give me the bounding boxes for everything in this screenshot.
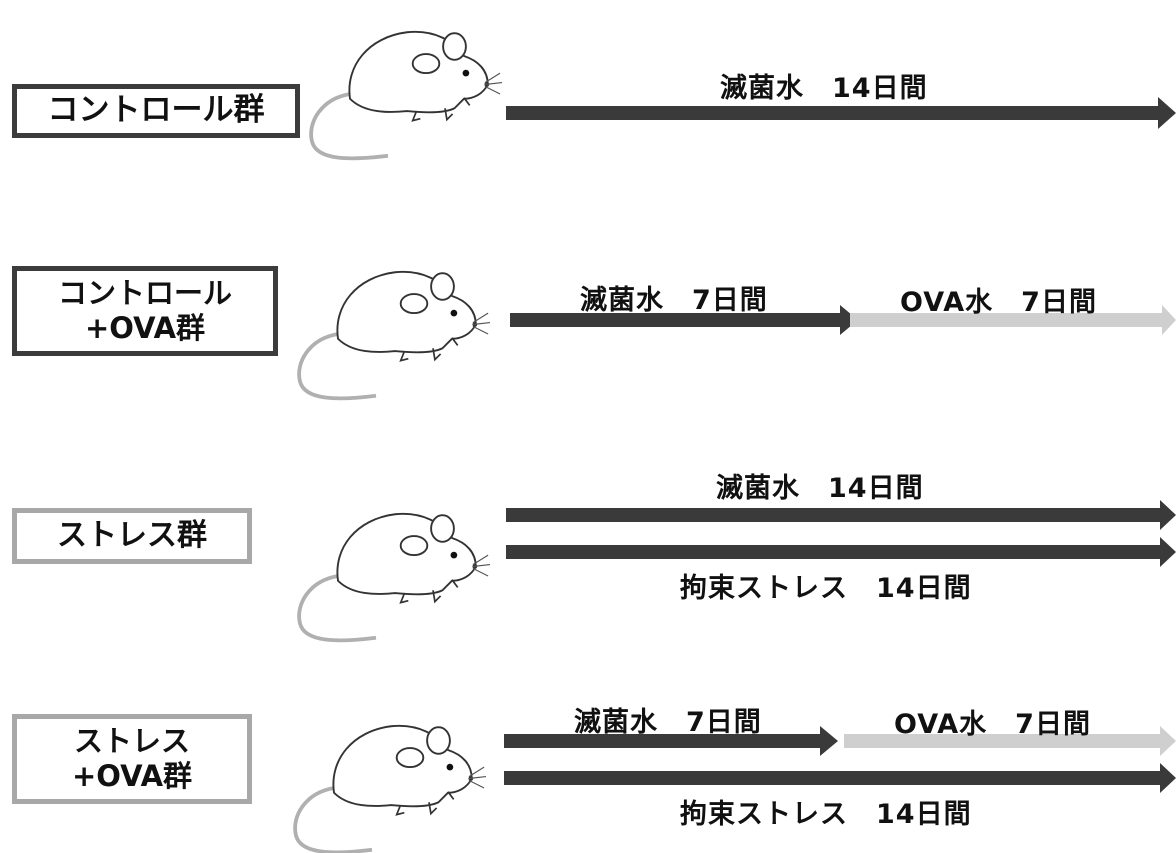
arrow-sterile-water-7d: [504, 726, 838, 756]
group-box-control-ova: コントロール +OVA群: [12, 266, 278, 356]
label-restraint-stress-14d: 拘束ストレス 14日間: [680, 573, 972, 604]
mouse-icon: [293, 723, 488, 853]
label-sterile-water-14d: 滅菌水 14日間: [720, 73, 928, 104]
arrow-restraint-stress-14d: [506, 537, 1176, 567]
label-ova-water-7d: OVA水 7日間: [894, 709, 1091, 740]
arrow-ova-water-7d: [844, 726, 1176, 756]
mouse-icon: [297, 269, 492, 401]
arrow-sterile-water-14d: [506, 97, 1176, 129]
group-box-stress: ストレス群: [12, 508, 252, 564]
arrow-restraint-stress-14d: [504, 763, 1176, 793]
arrow-ova-water-7d: [850, 305, 1176, 335]
label-ova-water-7d: OVA水 7日間: [900, 287, 1097, 318]
arrow-sterile-water-14d: [506, 500, 1176, 530]
label-sterile-water-14d: 滅菌水 14日間: [716, 473, 924, 504]
group-box-control: コントロール群: [12, 84, 300, 138]
group-box-stress-ova: ストレス +OVA群: [12, 714, 252, 804]
mouse-icon: [309, 29, 504, 161]
label-restraint-stress-14d: 拘束ストレス 14日間: [680, 799, 972, 830]
arrow-sterile-water-7d: [510, 305, 858, 335]
label-sterile-water-7d: 滅菌水 7日間: [574, 707, 762, 738]
mouse-icon: [297, 511, 492, 643]
label-sterile-water-7d: 滅菌水 7日間: [580, 285, 768, 316]
